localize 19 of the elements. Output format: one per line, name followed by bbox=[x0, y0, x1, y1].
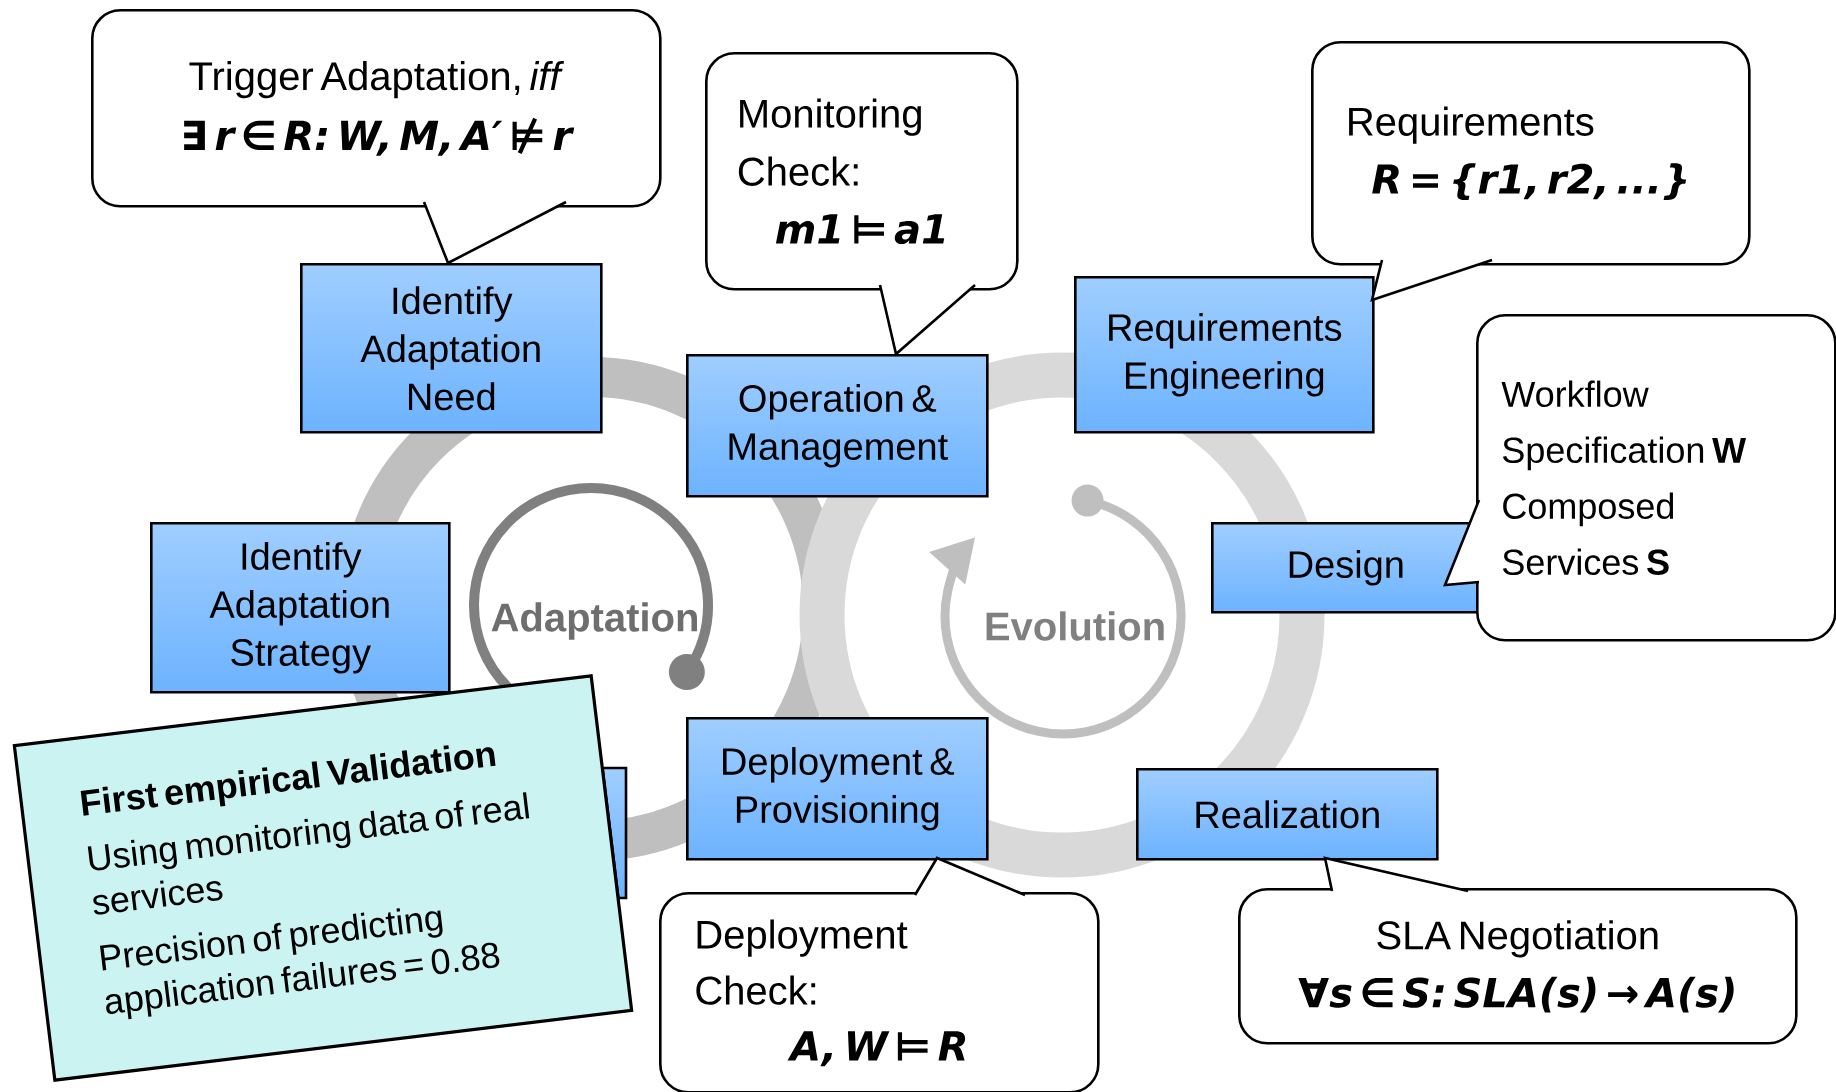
callout-tail bbox=[878, 283, 977, 357]
callout-tail bbox=[1370, 258, 1494, 302]
callout-tail bbox=[1323, 856, 1470, 893]
note-card: First empirical Validation Using monitoring data of real services Precision of predicting application failures = 0.88 bbox=[12, 674, 634, 1082]
callout-bubble: Monitoring Check: m1 ⊨ a1 bbox=[705, 52, 1019, 291]
callout-tail bbox=[913, 856, 1027, 897]
cycle-label: Evolution bbox=[986, 611, 1164, 641]
process-box: Operation & Management bbox=[686, 354, 989, 498]
callout-bubble: Deployment Check: A, W ⊨ R bbox=[659, 892, 1100, 1092]
process-box: Requirements Engineering bbox=[1074, 276, 1375, 434]
callout-tail bbox=[1443, 498, 1481, 587]
cycle-label: Adaptation bbox=[491, 602, 697, 640]
callout-tail bbox=[422, 200, 568, 265]
process-box: Design bbox=[1211, 522, 1481, 614]
callout-bubble: Workflow Specification W Composed Services S bbox=[1476, 314, 1836, 642]
process-box: Identify Adaptation Strategy bbox=[150, 522, 451, 694]
process-box: Identify Adaptation Need bbox=[300, 263, 603, 434]
process-box: Deployment & Provisioning bbox=[686, 717, 989, 861]
process-box: Realization bbox=[1136, 768, 1439, 861]
